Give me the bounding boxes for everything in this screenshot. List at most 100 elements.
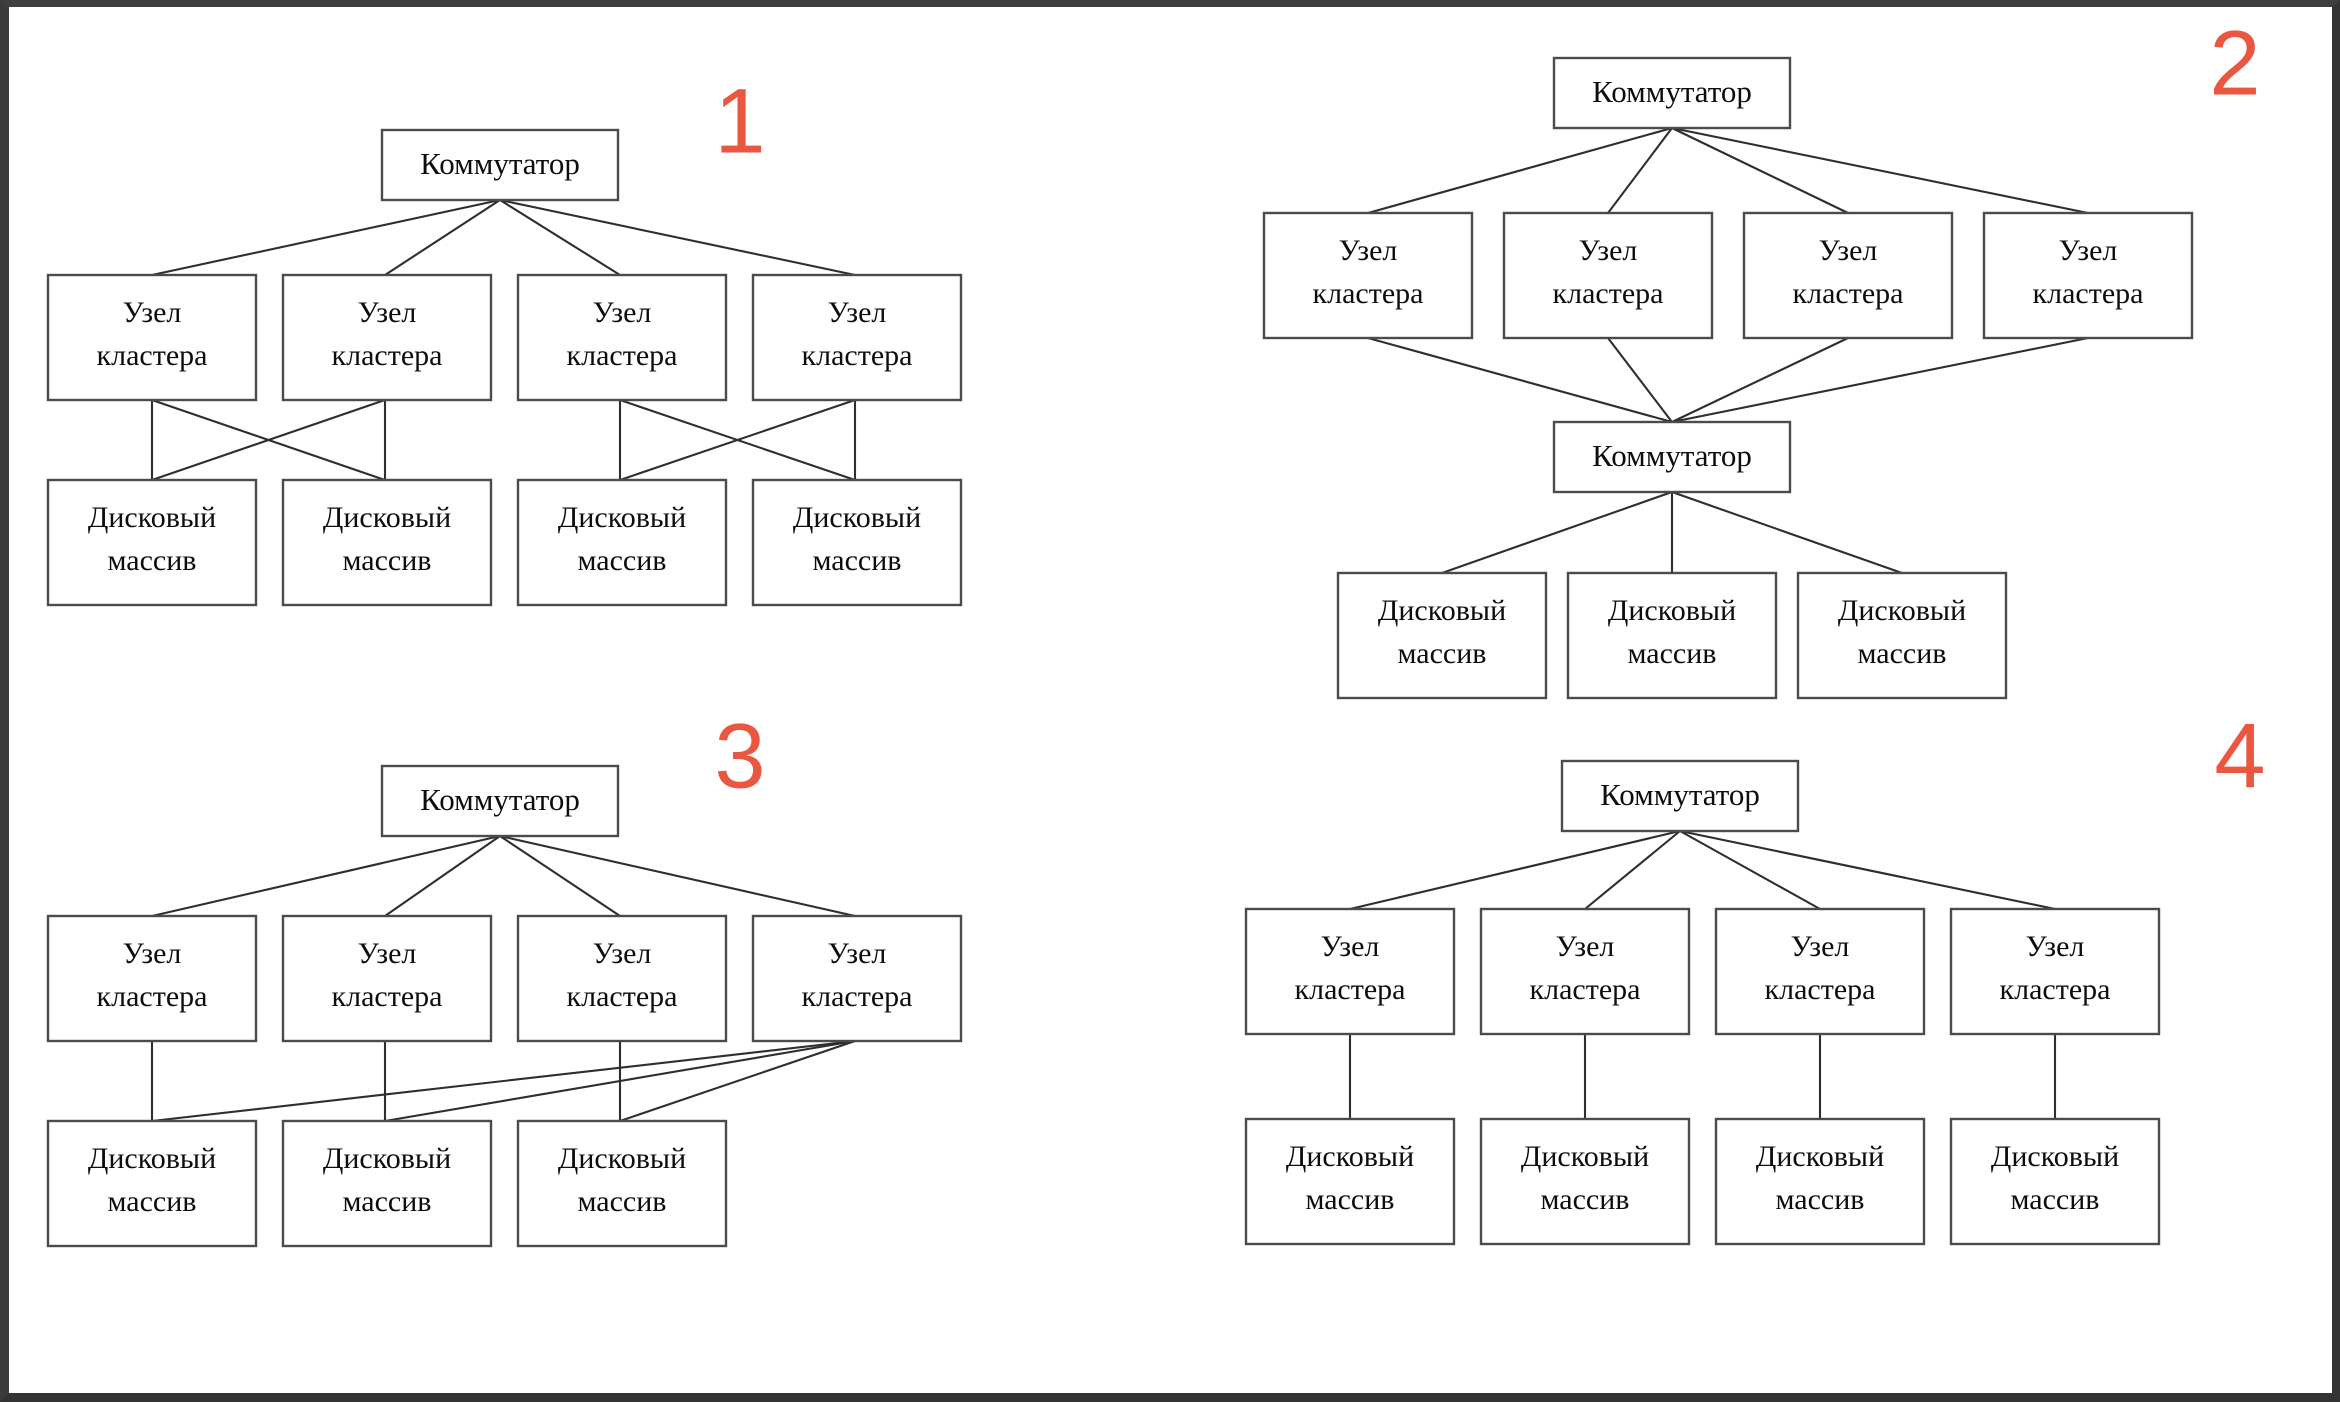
disk-array-box-3[interactable]: Дисковый массив <box>516 478 728 607</box>
disk-array-label-line1: Дисковый <box>1756 1140 1884 1173</box>
link-node2-disk1 <box>151 399 386 481</box>
disk-array-label-line2: массив <box>108 1185 197 1218</box>
disk-array-label-line2: массив <box>813 544 902 577</box>
link-topswitch-node-4 <box>1671 126 2089 215</box>
cluster-node-box-2[interactable]: Узел кластера <box>1502 211 1714 340</box>
cluster-node-box-4[interactable]: Узел кластера <box>1982 211 2194 340</box>
switch-box-1[interactable]: Коммутатор <box>380 764 620 838</box>
switch-box-top[interactable]: Коммутатор <box>1552 56 1792 130</box>
panel-number-2: 2 <box>2209 12 2260 114</box>
cluster-node-box-3[interactable]: Узел кластера <box>516 914 728 1043</box>
switch-box-1[interactable]: Коммутатор <box>380 128 620 202</box>
disk-array-box-1[interactable]: Дисковый массив <box>46 1119 258 1248</box>
link-switch-node-3 <box>1679 830 1821 910</box>
cluster-node-label-line1: Узел <box>2059 234 2118 267</box>
disk-array-box-3[interactable]: Дисковый массив <box>516 1119 728 1248</box>
switch-box-1[interactable]: Коммутатор <box>1560 759 1800 833</box>
disk-array-label-line1: Дисковый <box>558 1142 686 1175</box>
cluster-node-label-line1: Узел <box>2026 930 2085 963</box>
link-switch-node-1 <box>151 198 501 277</box>
cluster-node-box-1[interactable]: Узел кластера <box>46 914 258 1043</box>
cluster-node-label-line2: кластера <box>802 339 913 372</box>
switch-label: Коммутатор <box>1592 438 1752 473</box>
switch-box-bottom[interactable]: Коммутатор <box>1552 420 1792 494</box>
disk-array-label-line2: массив <box>578 544 667 577</box>
cluster-node-box-1[interactable]: Узел кластера <box>1244 907 1456 1036</box>
cluster-node-label-line2: кластера <box>97 980 208 1013</box>
disk-array-box-3[interactable]: Дисковый массив <box>1796 571 2008 700</box>
cluster-node-label-line2: кластера <box>567 980 678 1013</box>
disk-array-box-2[interactable]: Дисковый массив <box>281 1119 493 1248</box>
cluster-node-box-2[interactable]: Узел кластера <box>281 914 493 1043</box>
cluster-node-label-line1: Узел <box>123 937 182 970</box>
cluster-node-label-line2: кластера <box>1553 277 1664 310</box>
link-node3-bottomswitch <box>1671 337 1849 423</box>
cluster-node-label-line2: кластера <box>2000 973 2111 1006</box>
cluster-node-box-3[interactable]: Узел кластера <box>1714 907 1926 1036</box>
disk-array-box-4[interactable]: Дисковый массив <box>751 478 963 607</box>
cluster-node-box-2[interactable]: Узел кластера <box>281 273 493 402</box>
cluster-node-box-4[interactable]: Узел кластера <box>751 914 963 1043</box>
disk-array-label-line1: Дисковый <box>1286 1140 1414 1173</box>
diagram-1-svg: Коммутатор Узел кластера Узел кластера У… <box>46 70 963 607</box>
disk-array-label-line1: Дисковый <box>1378 594 1506 627</box>
disk-array-box-1[interactable]: Дисковый массив <box>46 478 258 607</box>
link-switch-node-3 <box>499 199 621 276</box>
cluster-node-label-line2: кластера <box>802 980 913 1013</box>
cluster-node-label-line1: Узел <box>1321 930 1380 963</box>
cluster-node-label-line1: Узел <box>828 296 887 329</box>
link-node1-bottomswitch <box>1367 336 1673 424</box>
cluster-node-box-4[interactable]: Узел кластера <box>751 273 963 402</box>
link-switch-node-4 <box>499 834 856 918</box>
disk-array-label-line2: массив <box>343 1185 432 1218</box>
diagram-panel-1: Коммутатор Узел кластера Узел кластера У… <box>0 0 1170 701</box>
link-switch-node-2 <box>1584 830 1681 910</box>
cluster-node-box-3[interactable]: Узел кластера <box>516 273 728 402</box>
disk-array-box-1[interactable]: Дисковый массив <box>1244 1117 1456 1246</box>
disk-array-label-line1: Дисковый <box>1991 1140 2119 1173</box>
cluster-node-label-line1: Узел <box>123 296 182 329</box>
cluster-node-label-line1: Узел <box>1556 930 1615 963</box>
switch-label: Коммутатор <box>1592 74 1752 109</box>
cluster-node-label-line2: кластера <box>332 980 443 1013</box>
link-bottomswitch-disk-3 <box>1671 491 1903 574</box>
disk-array-box-3[interactable]: Дисковый массив <box>1714 1117 1926 1246</box>
disk-array-box-2[interactable]: Дисковый массив <box>1479 1117 1691 1246</box>
link-node2-bottomswitch <box>1607 337 1673 423</box>
disk-array-label-line1: Дисковый <box>1838 594 1966 627</box>
disk-array-label-line2: массив <box>1776 1183 1865 1216</box>
cluster-node-box-1[interactable]: Узел кластера <box>46 273 258 402</box>
link-node4-disk3 <box>619 1040 856 1122</box>
link-switch-node-4 <box>499 198 856 277</box>
link-node4-disk3 <box>619 399 856 481</box>
cluster-node-box-1[interactable]: Узел кластера <box>1262 211 1474 340</box>
disk-array-box-4[interactable]: Дисковый массив <box>1949 1117 2161 1246</box>
cluster-node-box-2[interactable]: Узел кластера <box>1479 907 1691 1036</box>
disk-array-box-1[interactable]: Дисковый массив <box>1336 571 1548 700</box>
disk-array-label-line2: массив <box>1306 1183 1395 1216</box>
link-node4-bottomswitch <box>1671 336 2089 424</box>
disk-array-label-line1: Дисковый <box>323 1142 451 1175</box>
cluster-node-label-line1: Узел <box>358 937 417 970</box>
link-topswitch-node-2 <box>1607 127 1673 214</box>
cluster-node-box-3[interactable]: Узел кластера <box>1742 211 1954 340</box>
disk-array-label-line2: массив <box>1858 637 1947 670</box>
disk-array-box-2[interactable]: Дисковый массив <box>1566 571 1778 700</box>
link-topswitch-node-1 <box>1367 126 1673 215</box>
panel-number-4: 4 <box>2214 705 2265 807</box>
disk-array-label-line1: Дисковый <box>88 1142 216 1175</box>
link-switch-node-2 <box>384 199 501 276</box>
cluster-node-label-line1: Узел <box>1579 234 1638 267</box>
switch-label: Коммутатор <box>420 146 580 181</box>
link-switch-node-1 <box>1349 829 1681 911</box>
cluster-node-label-line2: кластера <box>2033 277 2144 310</box>
panel-number-3: 3 <box>714 705 765 807</box>
link-bottomswitch-disk-1 <box>1441 491 1673 574</box>
disk-array-label-line1: Дисковый <box>88 501 216 534</box>
disk-array-box-2[interactable]: Дисковый массив <box>281 478 493 607</box>
disk-array-label-line2: массив <box>1398 637 1487 670</box>
cluster-node-label-line2: кластера <box>1530 973 1641 1006</box>
cluster-node-label-line1: Узел <box>358 296 417 329</box>
cluster-node-box-4[interactable]: Узел кластера <box>1949 907 2161 1036</box>
